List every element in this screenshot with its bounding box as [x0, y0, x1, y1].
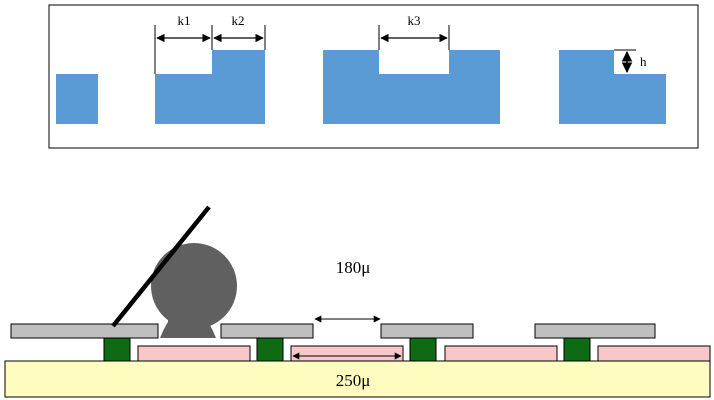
via-4: [563, 337, 591, 362]
block-4-stepped: [559, 50, 666, 124]
trace-4: [534, 323, 656, 339]
label-k3: k3: [408, 13, 421, 28]
block-2-stepped: [155, 50, 265, 124]
solder-bump: [151, 243, 237, 338]
via-2: [256, 337, 284, 362]
pad-1: [137, 345, 251, 362]
label-h: h: [640, 54, 647, 69]
pad-4: [597, 345, 711, 362]
bottom-panel: 180μ 250μ: [4, 205, 711, 398]
substrate: [4, 360, 711, 398]
pad-2: [290, 345, 404, 362]
label-180: 180μ: [336, 258, 371, 277]
block-1: [56, 74, 98, 124]
label-k2: k2: [232, 13, 245, 28]
top-panel: k1 k2 k3 h: [48, 4, 699, 149]
label-k1: k1: [178, 13, 191, 28]
trace-3: [380, 323, 474, 339]
via-1: [103, 337, 131, 362]
block-3-notched: [323, 50, 500, 124]
pad-3: [444, 345, 558, 362]
label-250: 250μ: [336, 371, 371, 390]
probe-needle: [111, 205, 211, 328]
trace-2: [220, 323, 314, 339]
trace-1: [10, 323, 159, 339]
via-3: [409, 337, 437, 362]
